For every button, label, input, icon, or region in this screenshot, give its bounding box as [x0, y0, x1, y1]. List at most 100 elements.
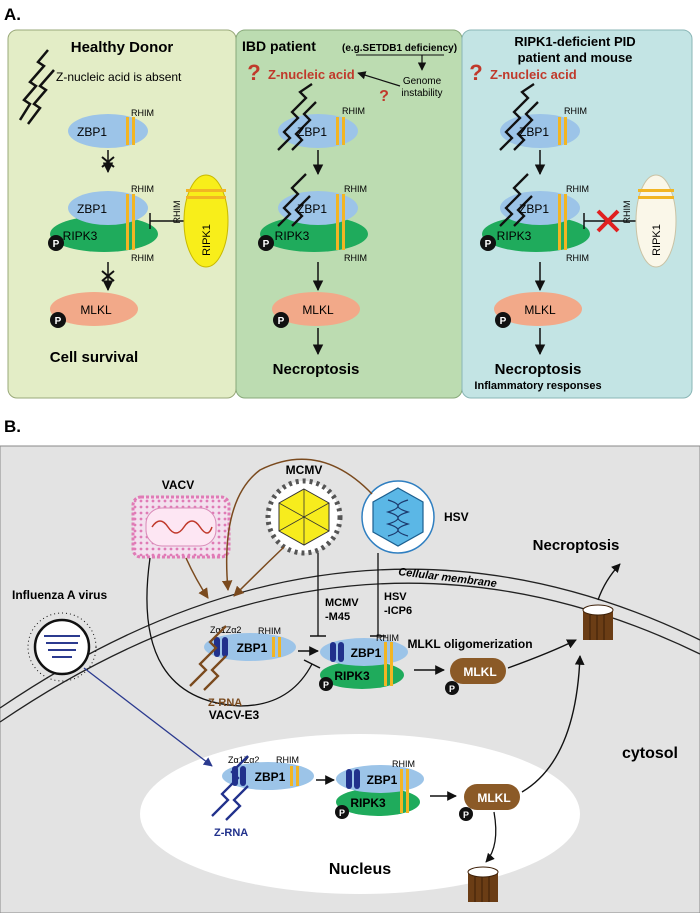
- phospho-label: P: [500, 316, 507, 327]
- pid-title-line2: patient and mouse: [518, 50, 633, 65]
- ripk3-label: RIPK3: [350, 796, 386, 810]
- ripk3-protein: [336, 788, 420, 816]
- z-dna-icon: [499, 83, 535, 151]
- vacv-label: VACV: [162, 478, 194, 492]
- block-cross-icon: [101, 156, 115, 168]
- oligomerization-arrow: [507, 639, 577, 669]
- mlkl-protein: [494, 292, 582, 326]
- mlkl-oligomerization-label: MLKL oligomerization: [407, 637, 532, 651]
- genome-instability-line1: Genome: [403, 76, 442, 87]
- mcmv-zna-arrow: [233, 546, 285, 597]
- pid-outcome2: Inflammatory responses: [474, 380, 601, 392]
- ripk1-label: RIPK1: [651, 224, 663, 256]
- ripk3-label: RIPK3: [334, 669, 370, 683]
- phospho-badge: [273, 312, 289, 328]
- rhim-label: RHIM: [622, 201, 632, 224]
- rhim-domain-bar: [186, 189, 226, 192]
- ripk3-label: RIPK3: [63, 229, 98, 243]
- rhim-label: RHIM: [564, 106, 587, 116]
- rhim-label: RHIM: [276, 755, 299, 765]
- zbp1-label: ZBP1: [519, 202, 549, 216]
- rhim-domain-bar: [342, 117, 345, 145]
- zbp1-label: ZBP1: [297, 125, 327, 139]
- ibd-subtitle: (e.g.SETDB1 deficiency): [342, 43, 457, 54]
- cell-panel: Cellular membrane Nucleus cytosol VACV M…: [0, 445, 700, 913]
- ripk3-protein: [482, 216, 590, 252]
- phospho-label: P: [323, 680, 329, 690]
- phospho-badge: [319, 677, 333, 691]
- zbp1-label: ZBP1: [255, 770, 286, 784]
- z-dna-strand-icon: [291, 195, 311, 227]
- phospho-label: P: [278, 316, 285, 327]
- znucleic-absent-note: Z-nucleic acid is absent: [56, 70, 182, 84]
- question-mark: ?: [379, 88, 389, 105]
- mcmv-m45-line2: -M45: [325, 611, 350, 623]
- mlkl-label: MLKL: [463, 665, 496, 679]
- phospho-label: P: [449, 684, 455, 694]
- mcmv-label: MCMV: [286, 463, 323, 477]
- zbp1-label: ZBP1: [77, 125, 107, 139]
- rhim-label: RHIM: [344, 253, 367, 263]
- zbp1-label: ZBP1: [367, 773, 398, 787]
- z-dna-icon: [277, 83, 313, 151]
- z-rna-label: Z-RNA: [214, 827, 248, 839]
- phospho-badge: [495, 312, 511, 328]
- nuclear-pore-arrow: [485, 811, 497, 863]
- mlkl-label: MLKL: [477, 791, 510, 805]
- genome-arrow: [357, 71, 401, 87]
- healthy-outcome: Cell survival: [50, 349, 138, 366]
- z-dna-icon: [277, 173, 307, 227]
- influenza-virion-icon: [27, 612, 97, 682]
- rhim-label: RHIM: [566, 184, 589, 194]
- phospho-badge: [335, 805, 349, 819]
- vacv-e3-label: VACV-E3: [209, 708, 260, 722]
- vacv-zna-arrow: [185, 557, 209, 599]
- ripk3-label: RIPK3: [275, 229, 310, 243]
- rhim-label: RHIM: [172, 201, 182, 224]
- mcmv-m45-line1: MCMV: [325, 597, 359, 609]
- healthy-title: Healthy Donor: [71, 39, 174, 56]
- cytosol-label: cytosol: [622, 745, 678, 762]
- rhim-domain-bar: [558, 194, 561, 250]
- phospho-badge: [445, 681, 459, 695]
- zbp1-label: ZBP1: [519, 125, 549, 139]
- red-cross-icon: [596, 209, 620, 233]
- cell-membrane-outer: [0, 568, 700, 709]
- zbp1-label: ZBP1: [237, 641, 268, 655]
- phospho-label: P: [463, 810, 469, 820]
- ripk3-label: RIPK3: [497, 229, 532, 243]
- phospho-label: P: [485, 239, 492, 250]
- rhim-label: RHIM: [392, 759, 415, 769]
- zbp1-label: ZBP1: [351, 646, 382, 660]
- znucleic-label: Z-nucleic acid: [490, 67, 577, 82]
- phospho-label: P: [339, 808, 345, 818]
- pid-title-line1: RIPK1-deficient PID: [514, 34, 635, 49]
- nuclear-mlkl-to-membrane-arrow: [521, 655, 585, 793]
- phospho-label: P: [263, 239, 270, 250]
- rhim-label: RHIM: [376, 633, 399, 643]
- mlkl-pore-icon: [582, 604, 614, 640]
- panel-a-label: A.: [4, 5, 21, 24]
- ibd-patient-panel: IBD patient (e.g.SETDB1 deficiency) Geno…: [235, 29, 463, 399]
- phospho-badge: [48, 235, 64, 251]
- ripk3-protein: [320, 661, 404, 689]
- z-dna-strand-icon: [513, 195, 533, 227]
- rhim-domain-bar: [564, 194, 567, 250]
- z-dna-strand-icon: [513, 101, 539, 151]
- phospho-label: P: [53, 239, 60, 250]
- mlkl-protein: [464, 784, 520, 810]
- rhim-label: RHIM: [344, 184, 367, 194]
- nuclear-mlkl-pore-icon: [467, 866, 499, 902]
- rhim-domain-bar: [336, 117, 339, 145]
- panel-b-label: B.: [4, 417, 21, 436]
- rhim-label: RHIM: [258, 626, 281, 636]
- rhim-domain-bar: [638, 189, 674, 192]
- ibd-title: IBD patient: [242, 38, 316, 54]
- rhim-domain-bar: [638, 196, 674, 199]
- rhim-domain-bar: [558, 117, 561, 145]
- influenza-arrow: [83, 667, 213, 767]
- znucleic-label: Z-nucleic acid: [268, 67, 355, 82]
- vacv-e3-inhibition: [146, 557, 313, 707]
- phospho-badge: [50, 312, 66, 328]
- ripk3-protein: [260, 216, 368, 252]
